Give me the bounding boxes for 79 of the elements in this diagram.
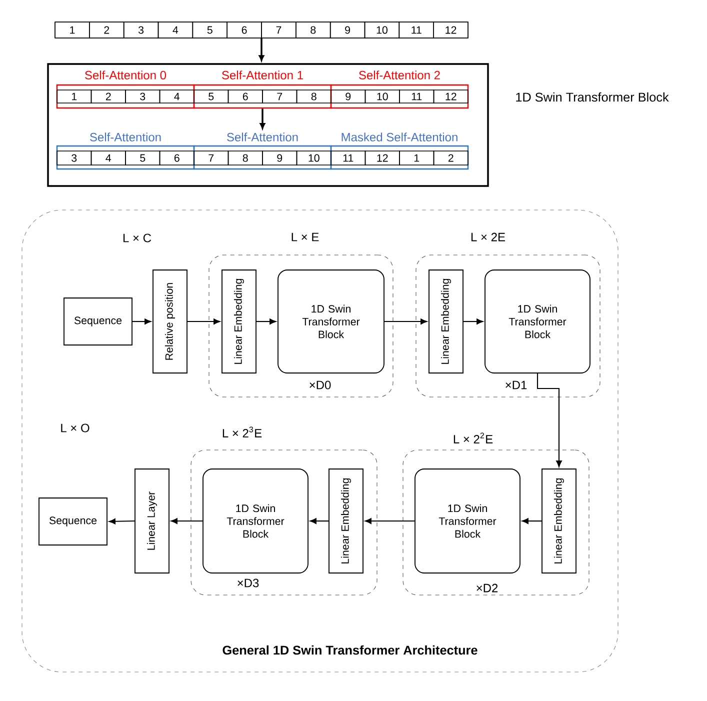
repeat-label: ×D0 (310, 380, 331, 390)
dimension-label: L × 2$^{2}$E (454, 432, 493, 444)
number-cell: 11 (399, 90, 434, 104)
arrow (463, 318, 484, 324)
arrow (132, 318, 152, 324)
number-cell: 3 (56, 150, 92, 166)
number-cell: 4 (159, 90, 194, 104)
dimension-label: L × 2E (471, 232, 505, 242)
arrow (187, 318, 220, 324)
number-cell: 6 (159, 150, 194, 166)
number-cell: 5 (192, 22, 228, 38)
arrow (364, 518, 415, 524)
window-label: Self-Attention (227, 132, 298, 142)
number-cell: 1 (399, 150, 434, 166)
number-cell: 2 (90, 90, 126, 104)
number-cell: 3 (123, 22, 159, 38)
container-title: General 1D Swin Transformer Architecture (222, 645, 478, 655)
number-cell: 2 (89, 22, 124, 38)
arrow (108, 518, 135, 524)
arrow (170, 518, 203, 524)
number-cell: 10 (364, 90, 400, 104)
number-cell: 6 (228, 90, 263, 104)
number-cell: 11 (330, 150, 366, 166)
number-cell: 8 (296, 22, 331, 38)
window-label: Self-Attention 0 (85, 70, 166, 80)
layer-box: Linear Embedding (542, 468, 576, 574)
arrow (260, 108, 266, 129)
process-box: Sequence (64, 298, 132, 346)
number-cell: 7 (261, 22, 296, 38)
arrow (384, 318, 428, 324)
block-box: 1D Swin Transformer Block (484, 270, 590, 374)
repeat-label: ×D2 (476, 584, 498, 592)
number-cell: 4 (90, 150, 126, 166)
number-cell: 7 (194, 150, 229, 166)
repeat-label: ×D3 (238, 578, 259, 588)
block-box: 1D Swin Transformer Block (202, 468, 308, 574)
number-cell: 9 (262, 150, 298, 166)
number-cell: 8 (228, 150, 263, 166)
block-box: 1D Swin Transformer Block (414, 468, 520, 574)
number-cell: 10 (296, 150, 332, 166)
arrow (522, 518, 542, 524)
number-cell: 5 (194, 90, 229, 104)
number-cell: 10 (364, 22, 400, 38)
window-label: Self-Attention 2 (359, 70, 440, 80)
number-cell: 9 (330, 22, 366, 38)
number-cell: 12 (433, 90, 468, 104)
layer-box: Linear Embedding (428, 270, 464, 374)
number-cell: 4 (158, 22, 194, 38)
number-cell: 12 (364, 150, 400, 166)
number-cell: 7 (262, 90, 298, 104)
layer-box: Linear Layer (134, 468, 170, 574)
dimension-label: L × C (123, 234, 152, 242)
dimension-label: L × O (61, 424, 90, 432)
arrow (258, 38, 264, 61)
number-cell: 2 (433, 150, 468, 166)
layer-box: Linear Embedding (328, 468, 364, 574)
process-box: Sequence (38, 498, 108, 546)
number-cell: 3 (125, 90, 160, 104)
dimension-label: L × 2$^{3}$E (222, 426, 262, 438)
block-title: 1D Swin Transformer Block (516, 92, 669, 102)
dimension-label: L × E (292, 232, 319, 242)
block-box: 1D Swin Transformer Block (278, 270, 384, 374)
number-cell: 9 (330, 90, 366, 104)
number-cell: 8 (296, 90, 332, 104)
window-label: Masked Self-Attention (342, 132, 458, 142)
number-cell: 12 (433, 22, 468, 38)
number-cell: 11 (398, 22, 434, 38)
arrow (310, 518, 329, 524)
number-cell: 5 (125, 150, 160, 166)
repeat-label: ×D1 (506, 380, 527, 390)
arrow (256, 318, 276, 324)
number-cell: 6 (226, 22, 262, 38)
arrow (536, 373, 562, 468)
window-label: Self-Attention 1 (222, 70, 303, 80)
layer-box: Linear Embedding (222, 270, 256, 374)
window-label: Self-Attention (90, 132, 161, 142)
layer-box: Relative position (152, 270, 188, 374)
number-cell: 1 (56, 90, 92, 104)
number-cell: 1 (54, 22, 90, 38)
